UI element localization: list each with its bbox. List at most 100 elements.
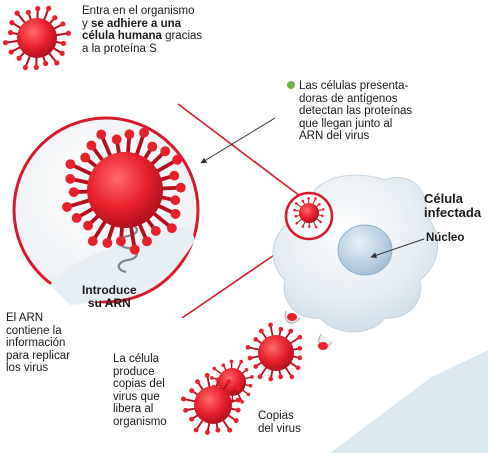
attached-virus-icon-spike-tip	[295, 202, 298, 205]
entry-virus-icon-spike-tip	[22, 64, 28, 71]
entry-virus-icon-spike-tip	[7, 30, 14, 36]
attached-virus-icon-spike-tip	[294, 215, 298, 218]
entry-virus-icon-spike-tip	[52, 15, 58, 21]
attached-virus-icon-spike-tip	[301, 225, 305, 228]
background-shape	[330, 350, 488, 453]
entry-virus-icon-spike-tip	[46, 5, 52, 12]
zoom-virus-icon-spike-tip	[142, 236, 152, 247]
copy-virus-icon-3-spike-tip	[189, 416, 195, 422]
produce-line-5: libera al	[113, 403, 154, 415]
zoom-virus-icon-body	[87, 152, 163, 228]
copy-virus-icon-1-spike-tip	[259, 328, 264, 334]
copy-virus-icon-3-spike-tip	[227, 427, 233, 433]
zoom-virus-icon-spike-tip	[160, 146, 171, 157]
antigen-label: Las células presenta- doras de antígenos…	[287, 80, 412, 143]
zoom-connector-top	[177, 103, 301, 197]
entry-virus-icon-spike-tip	[14, 10, 20, 16]
copy-virus-icon-3-spike-tip	[193, 427, 199, 433]
bullet-dot-icon	[287, 81, 295, 89]
zoom-virus-icon-spike-tip	[87, 236, 98, 247]
entry-virus-icon-spike-tip	[35, 6, 41, 12]
copy-virus-icon-3-spike-tip	[226, 379, 232, 385]
copy-virus-icon-3-spike-tip	[235, 385, 241, 391]
copy-virus-icon-3-spike-tip	[235, 407, 241, 413]
copy-virus-icon-3-spike-tip	[233, 418, 239, 424]
copy-virus-icon-2-spike-tip	[221, 363, 226, 367]
zoom-virus-icon-spike-tip	[129, 244, 140, 255]
rna-line-3: información	[6, 337, 66, 349]
produce-line-1: La célula	[113, 353, 160, 365]
entry-line-4: a la proteína S	[82, 42, 157, 55]
zoom-virus-icon-spike-tip	[169, 170, 180, 181]
copy-virus-icon-1-spike-tip	[268, 322, 273, 328]
copy-virus-icon-3-spike-tip	[183, 407, 189, 413]
entry-virus-icon-spike-tip	[59, 50, 65, 56]
copy-virus-icon-1-spike-tip	[253, 364, 259, 369]
introduce-line-1: Introduce	[82, 283, 137, 297]
copy-virus-icon-1-spike-tip	[297, 334, 303, 340]
copy-virus-icon-3-spike-tip	[189, 388, 195, 394]
copy-virus-icon-2-spike-tip	[240, 399, 244, 404]
infected-line-2: infectada	[424, 205, 482, 220]
copy-virus-icon-1-spike-tip	[278, 374, 283, 380]
attached-virus-icon-spike-tip	[314, 197, 317, 200]
produce-line-2: produce	[113, 365, 155, 378]
copy-virus-icon-1-spike-tip	[257, 374, 263, 380]
entry-virus-icon-spike-tip	[16, 55, 22, 61]
rna-label: El ARN contiene la información para repl…	[6, 312, 70, 375]
entry-line-3: célula humana gracias	[82, 30, 203, 42]
zoom-virus-icon-spike-tip	[68, 187, 79, 198]
produce-line-4: virus que	[113, 390, 160, 403]
cell-buds	[284, 310, 333, 350]
zoom-virus-icon-spike-tip	[172, 154, 183, 165]
copy-virus-icon-1	[245, 322, 303, 382]
produce-line-3: copias del	[113, 378, 165, 390]
zoom-virus-icon-spike-tip	[102, 238, 113, 248]
zoom-virus-icon-spike-tip	[175, 182, 186, 193]
entry-virus-icon-spike-tip	[60, 40, 67, 46]
zoom-virus-icon-spike-tip	[170, 195, 181, 206]
copy-virus-icon-1-spike-tip	[278, 326, 284, 332]
entry-virus-icon-spike-tip	[9, 20, 15, 26]
entry-label: Entra en el organismo y se adhiere a una…	[82, 5, 202, 55]
copy-virus-icon-1-body	[258, 335, 294, 371]
nucleus-shape	[337, 224, 393, 276]
attached-virus-icon-spike-tip	[308, 225, 311, 228]
rna-line-4: para replicar	[6, 349, 70, 362]
copy-virus-icon-2-spike-tip	[250, 375, 254, 379]
zoom-virus-icon-spike-tip	[147, 141, 158, 152]
entry-virus-icon-spike-tip	[25, 9, 32, 16]
attached-virus-icon-spike-tip	[307, 197, 310, 200]
infected-label: Célula infectada	[424, 192, 481, 220]
zoom-virus-icon-spike-tip	[124, 129, 135, 140]
copy-virus-icon-1-spike-tip	[245, 344, 251, 350]
entry-line-1: Entra en el organismo	[82, 5, 195, 17]
attached-virus-icon-spike-tip	[318, 203, 321, 206]
zoom-virus-icon-spike-tip	[170, 208, 181, 219]
zoom-virus-icon-spike-tip	[80, 152, 91, 163]
rna-line-5: los virus	[6, 362, 49, 374]
copy-virus-icon-3-spike-tip	[215, 377, 221, 383]
copy-virus-icon-3-body	[194, 386, 232, 424]
entry-virus-icon-spike-tip	[65, 30, 72, 36]
zoom-virus-icon-spike-tip	[65, 173, 76, 184]
attached-virus-icon-spike-tip	[293, 208, 296, 212]
copy-virus-icon-1-spike-tip	[268, 376, 274, 382]
nucleus-label: Núcleo	[426, 232, 465, 244]
attached-virus-icon-spike-tip	[319, 220, 323, 224]
copies-line-2: del virus	[258, 422, 301, 435]
zoom-virus-icon	[62, 127, 186, 255]
copy-virus-icon-2-spike-tip	[248, 383, 253, 388]
rna-line-2: contiene la	[6, 324, 62, 337]
zoom-membrane	[50, 225, 195, 305]
zoom-virus-icon-spike-tip	[65, 159, 76, 170]
zoom-virus-icon-spike-tip	[111, 134, 122, 145]
copy-virus-icon-1-spike-tip	[297, 355, 303, 361]
zoom-virus-icon-spike-tip	[166, 223, 177, 234]
zoom-virus-icon-spike-tip	[139, 127, 149, 138]
introduce-label: Introduce su ARN	[82, 284, 137, 310]
antigen-line-5: ARN del virus	[299, 130, 370, 142]
entry-virus-icon-spike-tip	[8, 49, 14, 55]
